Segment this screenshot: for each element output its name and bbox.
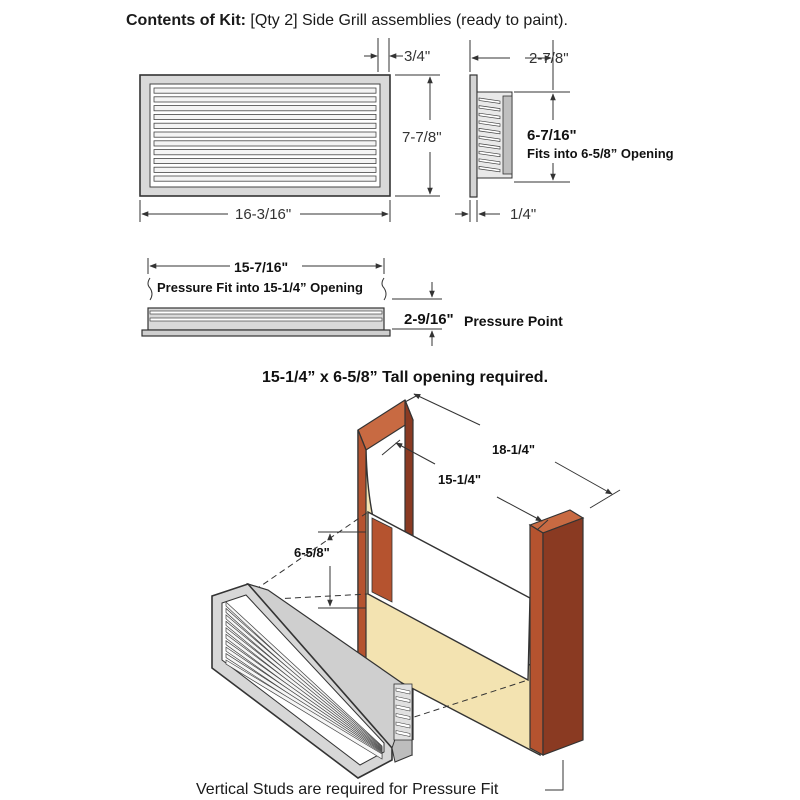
side-louver-tooth <box>478 105 501 112</box>
pressure-point-label: Pressure Point <box>464 313 563 329</box>
front-louver-slat <box>153 149 377 156</box>
front-louver-slat <box>153 157 377 164</box>
kit-contents-header: Contents of Kit: [Qty 2] Side Grill asse… <box>126 12 568 29</box>
side-louver-tooth <box>478 112 501 120</box>
front-height-dim: 7-7/8" <box>395 74 442 197</box>
install-view: 18-1/4" 15-1/4" 6-5/8" <box>211 393 621 791</box>
side-louver-tooth <box>478 158 501 165</box>
iso-side-tooth <box>395 730 411 737</box>
front-louver-slat <box>153 140 377 147</box>
inner-width-dim: 15-1/4" <box>381 439 549 531</box>
side-louver-tooth <box>478 165 501 173</box>
side-depth-label: 2-7/8" <box>529 50 569 67</box>
front-louver-slat <box>153 166 377 173</box>
front-louver-slat <box>153 114 377 121</box>
front-louver-slat <box>153 87 377 94</box>
vertical-studs-note: Vertical Studs are required for Pressure… <box>196 781 499 798</box>
iso-louvers <box>225 601 383 760</box>
side-louver-tooth <box>478 120 501 127</box>
side-louver-tooth <box>478 150 501 158</box>
side-flange-label: 1/4" <box>510 206 536 223</box>
outer-width-dim: 18-1/4" <box>404 393 621 509</box>
side-louver-tooth <box>478 135 501 142</box>
front-height-label: 7-7/8" <box>402 129 442 146</box>
front-depth-dim: 3/4" <box>364 38 430 72</box>
side-louver-tooth <box>478 143 501 150</box>
iso-side-tooth <box>395 721 411 729</box>
inner-width-label: 15-1/4" <box>438 472 481 487</box>
projection-lines <box>254 511 529 721</box>
footnote-leader <box>545 760 564 791</box>
side-depth-dim: 2-7/8" <box>469 40 569 90</box>
side-louver-tooth <box>478 97 501 104</box>
pressure-dim-label: 2-9/16" <box>404 311 454 328</box>
iso-side-tooth <box>395 704 411 712</box>
top-width-label: 15-7/16" <box>234 259 288 275</box>
outer-width-label: 18-1/4" <box>492 442 535 457</box>
side-flange-dim: 1/4" <box>455 200 536 223</box>
side-louver-tooth <box>478 127 501 135</box>
side-fit-note: Fits into 6-5/8” Opening <box>527 146 674 161</box>
front-louver-slat <box>153 105 377 112</box>
kit-contents-prefix: Contents of Kit: <box>126 12 246 29</box>
pressure-point-dim: 2-9/16" Pressure Point <box>392 282 563 346</box>
iso-side-tooth <box>395 687 411 695</box>
front-louver-slat <box>153 122 377 129</box>
front-louver-slat <box>153 131 377 138</box>
opening-requirement: 15-1/4” x 6-5/8” Tall opening required. <box>262 369 548 386</box>
side-height-label: 6-7/16" <box>527 127 577 144</box>
iso-grille <box>211 582 413 779</box>
opening-height-label: 6-5/8" <box>294 545 330 560</box>
front-louver-slat <box>153 175 377 182</box>
side-louver-teeth <box>478 97 501 173</box>
right-stud <box>528 509 585 757</box>
front-depth-label: 3/4" <box>404 48 430 65</box>
iso-side-teeth <box>395 687 411 737</box>
top-fit-note: Pressure Fit into 15-1/4” Opening <box>157 280 363 295</box>
iso-side-tooth <box>395 713 411 720</box>
iso-louver-slat <box>225 659 383 760</box>
side-height-dim: 6-7/16" Fits into 6-5/8” Opening <box>514 91 674 183</box>
opening-height-dim: 6-5/8" <box>294 531 366 609</box>
top-view-dim: 15-7/16" Pressure Fit into 15-1/4” Openi… <box>147 258 387 301</box>
front-width-label: 16-3/16" <box>235 206 291 223</box>
top-view-grille <box>141 307 391 337</box>
front-width-dim: 16-3/16" <box>139 200 391 223</box>
wall-opening <box>367 510 531 682</box>
front-view-grille <box>139 74 391 197</box>
side-view-grille <box>469 74 513 198</box>
kit-contents-text: [Qty 2] Side Grill assemblies (ready to … <box>246 12 568 29</box>
front-louver-slat <box>153 96 377 103</box>
iso-side-tooth <box>395 696 411 703</box>
front-louvers <box>153 87 377 182</box>
